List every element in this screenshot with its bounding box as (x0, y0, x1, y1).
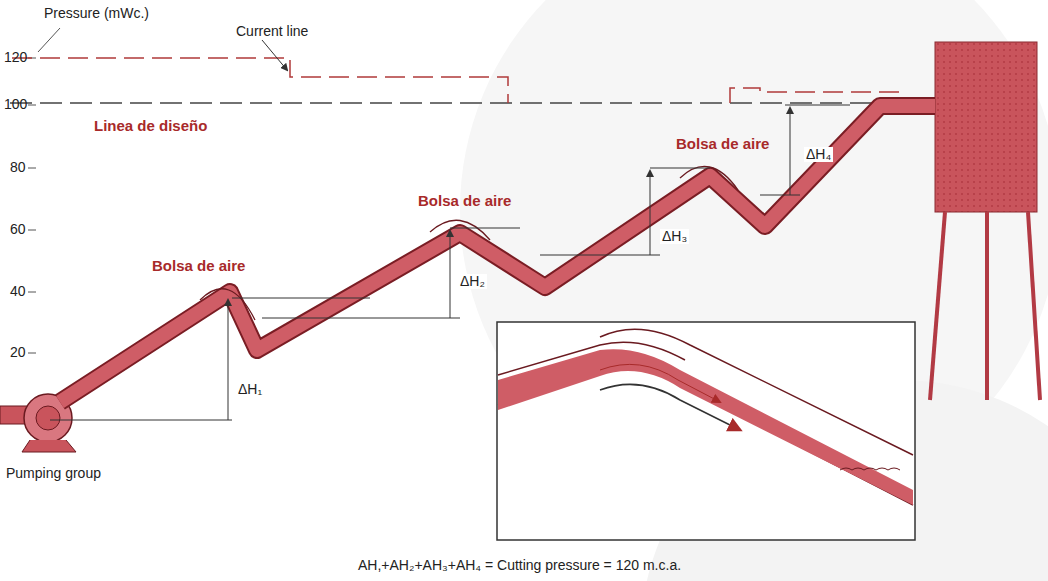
air-pocket-label: Bolsa de aire (152, 258, 245, 275)
axis-title: Pressure (mWc.) (44, 6, 149, 21)
head-difference-label: ΔH₁ (236, 382, 264, 397)
head-difference-label: ΔH₄ (804, 147, 833, 162)
head-difference-label: ΔH₂ (458, 274, 487, 289)
axis-tick-label: 100 (4, 97, 27, 112)
axis-tick-label: 40 (10, 284, 26, 299)
axis-tick-label: 60 (10, 222, 26, 237)
caption: AH,+AH₂+AH₃+AH₄ = Cutting pressure = 120… (358, 558, 681, 573)
axis-tick-label: 120 (4, 50, 27, 65)
pump-label: Pumping group (6, 466, 101, 481)
air-pocket-label: Bolsa de aire (676, 136, 769, 153)
axis-tick-label: 20 (10, 345, 26, 360)
design-line-label: Linea de diseño (94, 118, 207, 135)
air-pocket-label: Bolsa de aire (418, 193, 511, 210)
axis-tick-label: 80 (10, 160, 26, 175)
current-line-label: Current line (234, 24, 310, 39)
head-difference-label: ΔH₃ (660, 229, 689, 244)
